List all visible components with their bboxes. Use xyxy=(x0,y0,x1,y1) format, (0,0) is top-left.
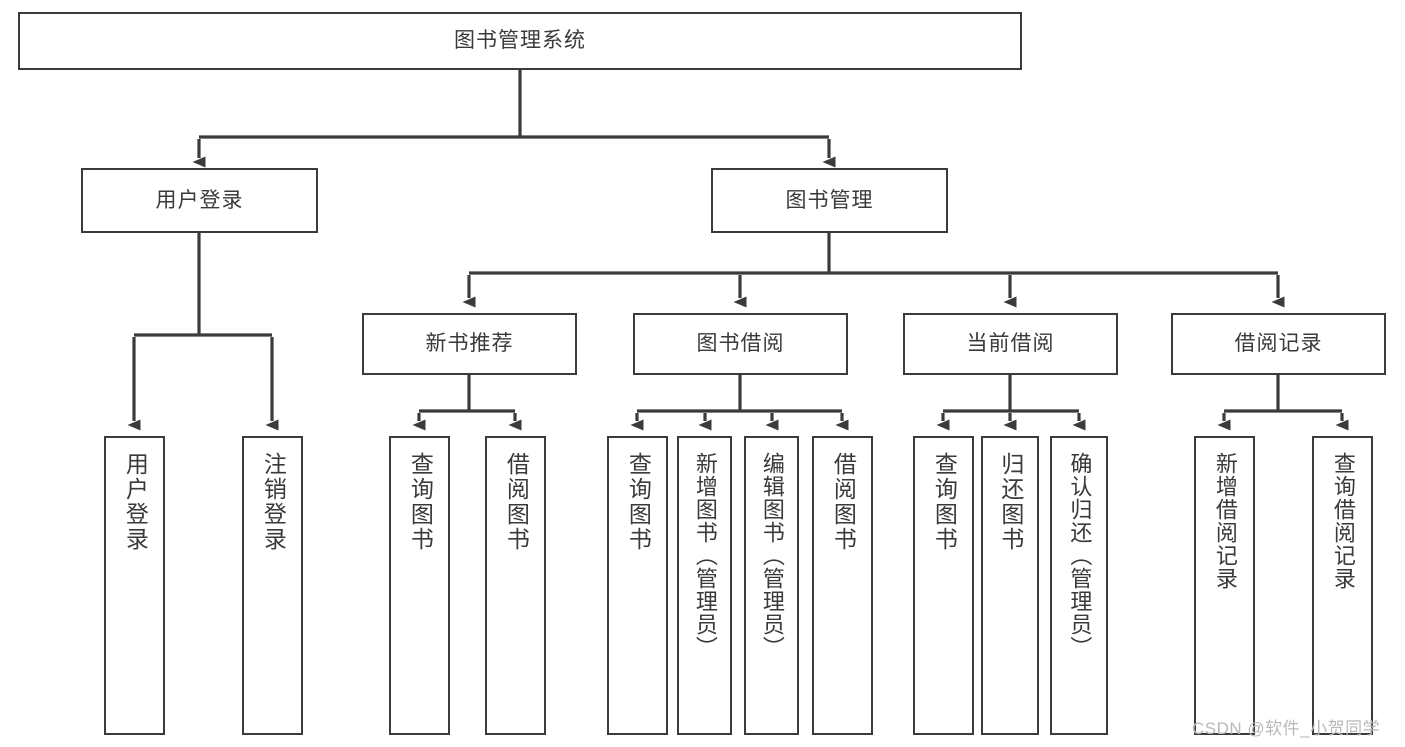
node-label: 用户登录 xyxy=(122,452,149,552)
csdn-watermark: CSDN @软件_小贺同学 xyxy=(1192,719,1381,738)
node-label: 查询图书 xyxy=(625,452,652,552)
node-label: 编辑图书（管理员） xyxy=(759,452,785,659)
node-label: 归还图书 xyxy=(997,452,1024,552)
leaf-user-logout[interactable]: 注销登录 xyxy=(242,436,303,735)
leaf-query-borrow-record[interactable]: 查询借阅记录 xyxy=(1312,436,1373,735)
node-label: 新增借阅记录 xyxy=(1212,452,1238,590)
leaf-user-login[interactable]: 用户登录 xyxy=(104,436,165,735)
leaf-query-book-current[interactable]: 查询图书 xyxy=(913,436,974,735)
node-label: 借阅图书 xyxy=(503,452,530,552)
leaf-add-book-admin[interactable]: 新增图书（管理员） xyxy=(677,436,732,735)
leaf-return-book[interactable]: 归还图书 xyxy=(981,436,1039,735)
leaf-query-book-borrow[interactable]: 查询图书 xyxy=(607,436,668,735)
node-label: 确认归还（管理员） xyxy=(1067,452,1093,659)
node-label: 新增图书（管理员） xyxy=(692,452,718,659)
node-user-login[interactable]: 用户登录 xyxy=(81,168,318,233)
node-book-management[interactable]: 图书管理 xyxy=(711,168,948,233)
node-label: 借阅图书 xyxy=(830,452,857,552)
node-book-borrow[interactable]: 图书借阅 xyxy=(633,313,848,375)
node-label: 新书推荐 xyxy=(425,332,514,356)
leaf-borrow-book[interactable]: 借阅图书 xyxy=(812,436,873,735)
node-label: 查询图书 xyxy=(931,452,958,552)
leaf-borrow-book-recommend[interactable]: 借阅图书 xyxy=(485,436,546,735)
leaf-query-book-recommend[interactable]: 查询图书 xyxy=(389,436,450,735)
leaf-edit-book-admin[interactable]: 编辑图书（管理员） xyxy=(744,436,799,735)
node-label: 用户登录 xyxy=(155,188,244,212)
node-label: 图书管理系统 xyxy=(454,29,586,53)
node-label: 查询图书 xyxy=(407,452,434,552)
node-label: 借阅记录 xyxy=(1234,332,1323,356)
node-label: 查询借阅记录 xyxy=(1330,452,1356,590)
node-label: 图书管理 xyxy=(785,188,874,212)
node-borrow-record[interactable]: 借阅记录 xyxy=(1171,313,1386,375)
node-label: 当前借阅 xyxy=(966,332,1055,356)
node-label: 图书借阅 xyxy=(696,332,785,356)
leaf-add-borrow-record[interactable]: 新增借阅记录 xyxy=(1194,436,1255,735)
leaf-confirm-return-admin[interactable]: 确认归还（管理员） xyxy=(1050,436,1108,735)
node-current-borrow[interactable]: 当前借阅 xyxy=(903,313,1118,375)
node-root-system[interactable]: 图书管理系统 xyxy=(18,12,1022,70)
node-new-book-recommend[interactable]: 新书推荐 xyxy=(362,313,577,375)
node-label: 注销登录 xyxy=(260,452,287,552)
